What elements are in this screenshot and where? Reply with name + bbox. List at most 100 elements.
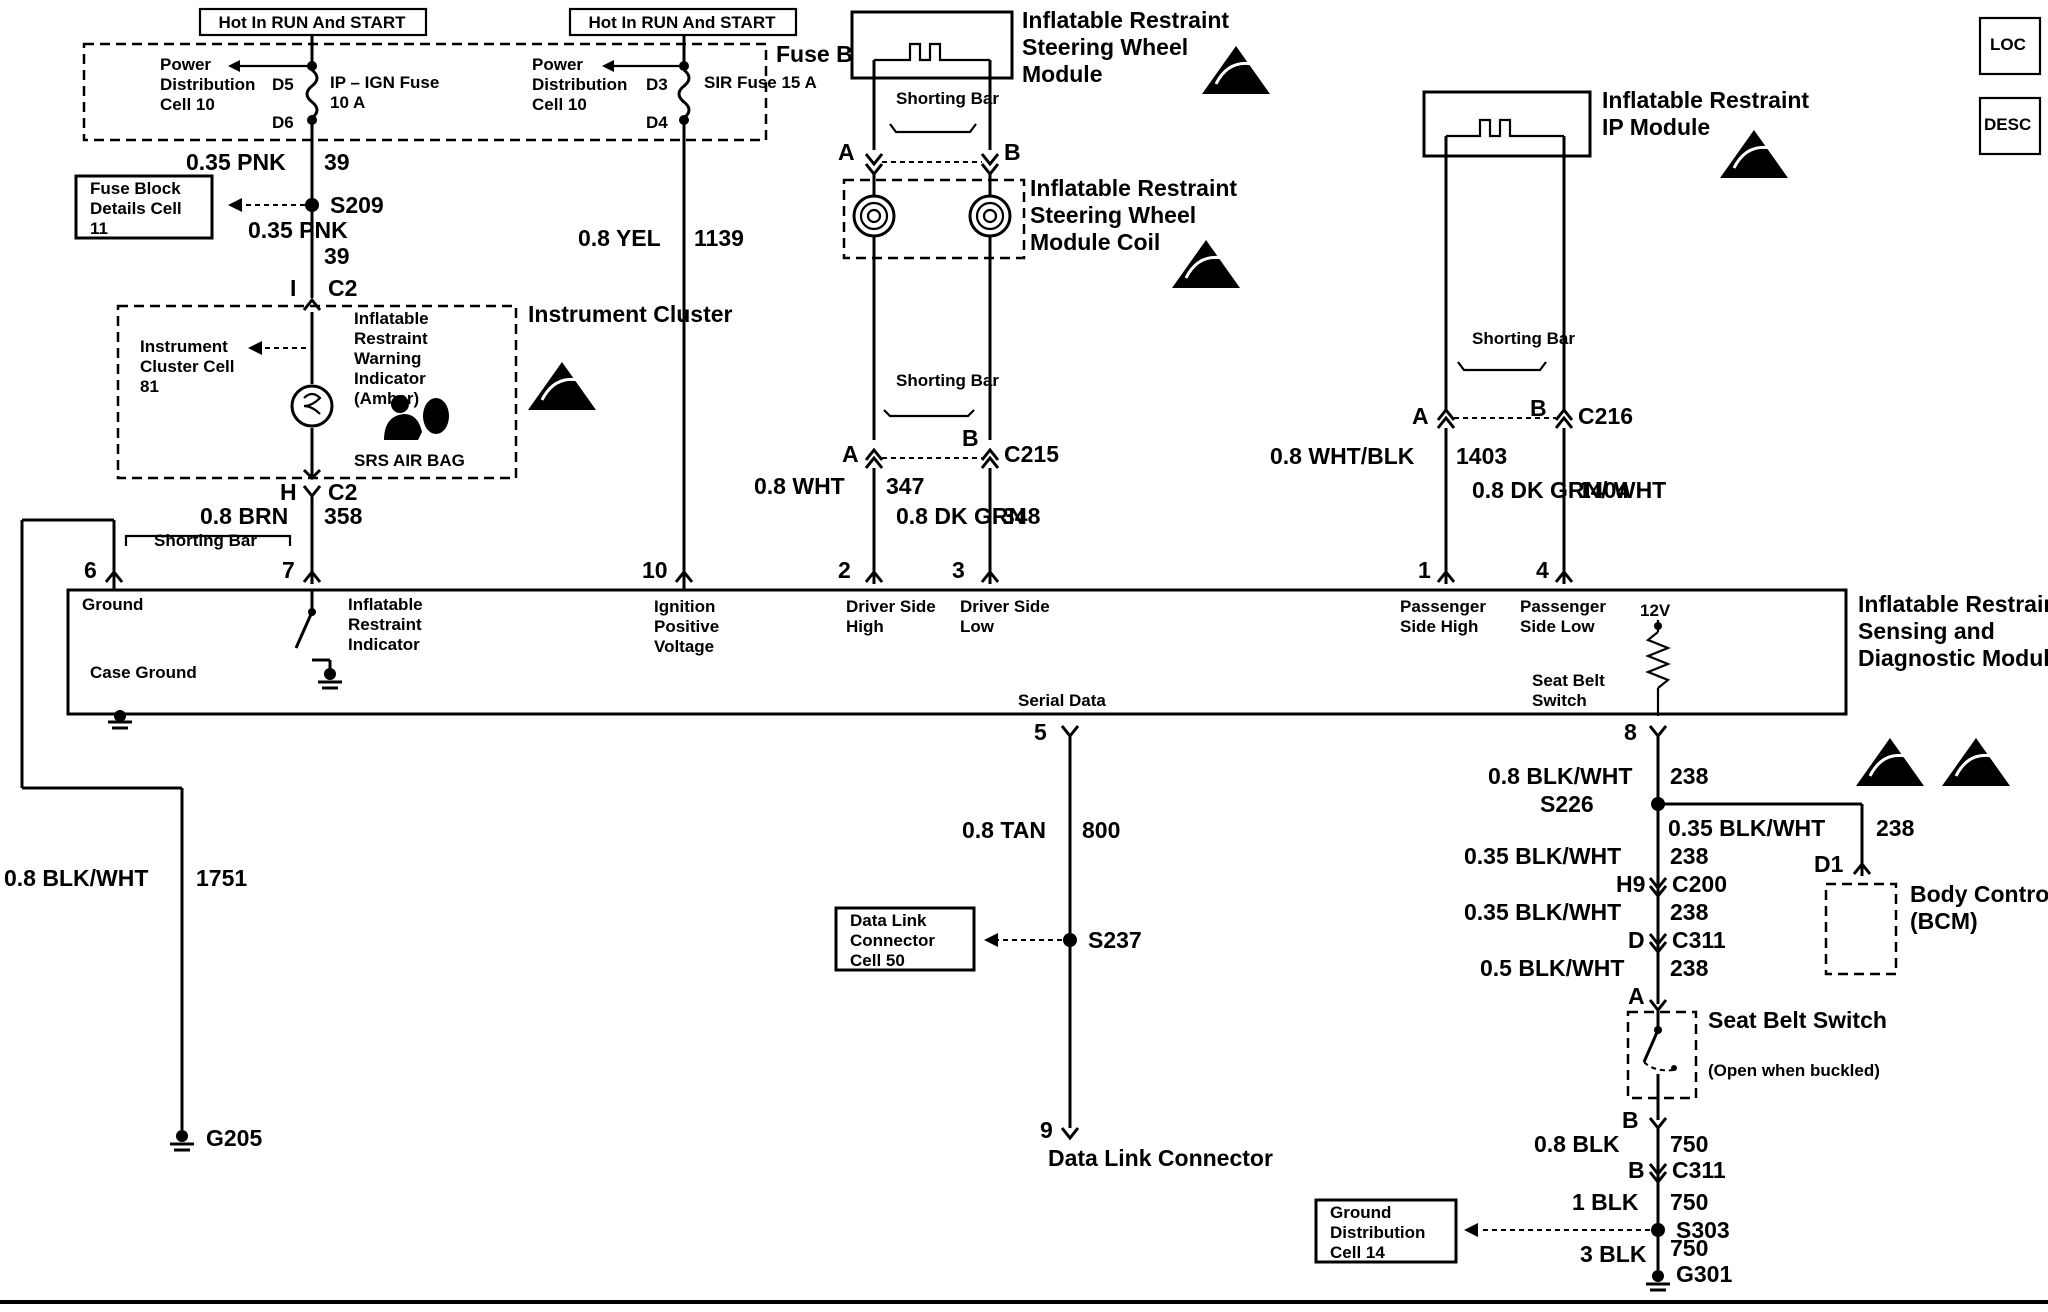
svg-text:238: 238 (1876, 815, 1915, 841)
svg-text:Shorting Bar: Shorting Bar (896, 89, 999, 108)
svg-text:H9: H9 (1616, 871, 1645, 897)
desc-box[interactable]: DESC (1978, 96, 2042, 156)
ground-wire-1751: 0.8 BLK/WHT 1751 G205 (4, 518, 262, 1152)
svg-text:0.5 BLK/WHT: 0.5 BLK/WHT (1480, 955, 1624, 981)
svg-text:0.35 BLK/WHT: 0.35 BLK/WHT (1668, 815, 1825, 841)
svg-text:D: D (1628, 927, 1645, 953)
svg-text:Hot In RUN And START: Hot In RUN And START (589, 13, 777, 32)
svg-text:6: 6 (84, 557, 97, 583)
svg-text:358: 358 (324, 503, 363, 529)
seatbelt-circuit: 8 0.8 BLK/WHT 238 S226 0.35 BLK/WHT 238 … (1464, 719, 1915, 1004)
svg-text:Hot In RUN And START: Hot In RUN And START (219, 13, 407, 32)
svg-text:0.8 YEL: 0.8 YEL (578, 225, 661, 251)
svg-text:8: 8 (1624, 719, 1637, 745)
body-control-module: Body Control Module(BCM) (1824, 881, 2048, 976)
svg-text:D3: D3 (646, 75, 668, 94)
connector-c215: A B C215 0.8 WHT 347 0.8 DK GRN 348 (754, 425, 1059, 584)
case-ground-label: Case Ground (90, 663, 197, 682)
svg-text:0.35 PNK: 0.35 PNK (248, 217, 348, 243)
svg-text:LOC: LOC (1990, 35, 2026, 54)
loc-box[interactable]: LOC (1978, 16, 2042, 76)
fuse-right-label: SIR Fuse 15 A (704, 73, 817, 92)
svg-text:B: B (962, 425, 979, 451)
svg-text:1139: 1139 (694, 225, 744, 251)
svg-text:C200: C200 (1672, 871, 1727, 897)
svg-text:0.8 BRN: 0.8 BRN (200, 503, 288, 529)
svg-text:D6: D6 (272, 113, 294, 132)
svg-text:7: 7 (282, 557, 295, 583)
svg-text:347: 347 (886, 473, 924, 499)
svg-text:238: 238 (1670, 955, 1709, 981)
svg-text:750: 750 (1670, 1235, 1708, 1261)
svg-text:238: 238 (1670, 763, 1709, 789)
svg-text:SRS AIR BAG: SRS AIR BAG (354, 451, 465, 470)
data-link-connector-label: Data Link Connector (1048, 1145, 1273, 1171)
svg-text:H: H (280, 479, 297, 505)
svg-text:S209: S209 (330, 192, 384, 218)
svg-text:C2: C2 (328, 479, 357, 505)
ground-symbol (170, 1130, 194, 1152)
svg-text:S303: S303 (1676, 1217, 1730, 1243)
svg-text:0.8 WHT: 0.8 WHT (754, 473, 845, 499)
svg-text:0.8 BLK/WHT: 0.8 BLK/WHT (1488, 763, 1632, 789)
svg-text:750: 750 (1670, 1131, 1708, 1157)
svg-text:D1: D1 (1814, 851, 1844, 877)
svg-text:9: 9 (1040, 1117, 1053, 1143)
ground-symbol (318, 660, 342, 690)
svg-text:G205: G205 (206, 1125, 262, 1151)
svg-text:750: 750 (1670, 1189, 1708, 1215)
ground-circuit-750: B 0.8 BLK 750 B C311 1 BLK 750 S303 Grou… (1314, 1107, 1732, 1292)
svg-text:S237: S237 (1088, 927, 1142, 953)
svg-text:C216: C216 (1578, 403, 1633, 429)
svg-text:B: B (1628, 1157, 1645, 1183)
esd-warning-icon (1942, 738, 2010, 786)
svg-text:238: 238 (1670, 899, 1709, 925)
svg-text:39: 39 (324, 243, 350, 269)
ground-symbol (108, 710, 132, 730)
connector-c216: A B C216 0.8 WHT/BLK 1403 0.8 DK GRN/ WH… (1270, 395, 1666, 584)
hot-label-right: Hot In RUN And START (568, 7, 798, 37)
instrument-cluster-title: Instrument Cluster (528, 301, 733, 327)
svg-text:B: B (1004, 139, 1021, 165)
svg-text:1 BLK: 1 BLK (1572, 1189, 1639, 1215)
svg-text:S226: S226 (1540, 791, 1594, 817)
svg-text:A: A (1412, 403, 1429, 429)
airbag-person-icon (384, 395, 449, 440)
brn-circuit: H C2 0.8 BRN 358 (200, 479, 363, 584)
svg-text:0.35 BLK/WHT: 0.35 BLK/WHT (1464, 843, 1621, 869)
svg-text:C311: C311 (1672, 927, 1726, 953)
svg-text:C311: C311 (1672, 1157, 1726, 1183)
svg-text:B: B (1622, 1107, 1639, 1133)
svg-text:D4: D4 (646, 113, 668, 132)
svg-text:1: 1 (1418, 557, 1431, 583)
bcm-title: Body Control Module(BCM) (1910, 881, 2048, 934)
svg-text:Shorting Bar: Shorting Bar (896, 371, 999, 390)
dkgrn-gauge: 0.8 DK GRN (896, 503, 1025, 529)
svg-text:Ground: Ground (82, 595, 143, 614)
ground-symbol (1646, 1270, 1670, 1292)
svg-text:1404: 1404 (1578, 477, 1629, 503)
seatbelt-switch: A Seat Belt Switch (Open when buckled) (1626, 983, 1887, 1120)
svg-text:I: I (290, 275, 296, 301)
esd-warning-icon (528, 362, 596, 410)
module-shorting-bar: Shorting Bar (124, 531, 292, 550)
svg-text:0.8 TAN: 0.8 TAN (962, 817, 1046, 843)
svg-text:G301: G301 (1676, 1261, 1732, 1287)
svg-text:A: A (838, 139, 855, 165)
svg-text:5: 5 (1034, 719, 1047, 745)
